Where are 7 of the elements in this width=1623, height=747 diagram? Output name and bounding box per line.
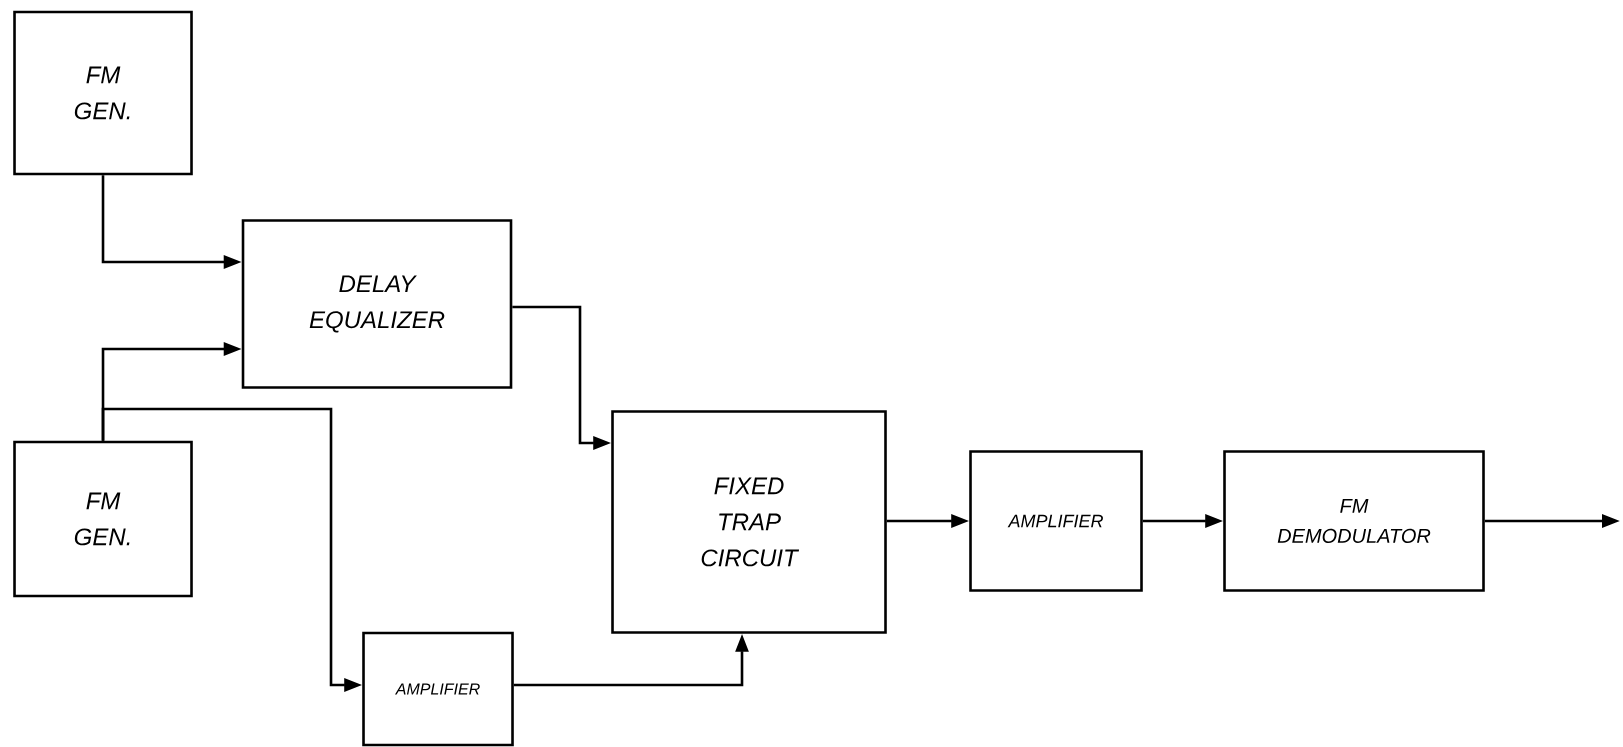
block-box: DELAY EQUALIZER [241,219,513,389]
block-box: AMPLIFIER [969,450,1143,592]
block-box: FM DEMODULATOR [1223,450,1485,592]
block-box: FM GEN. [13,440,193,598]
block-box: FM GEN. [13,10,193,176]
block-box: AMPLIFIER [362,631,514,747]
block-box: FIXED TRAP CIRCUIT [611,410,887,634]
